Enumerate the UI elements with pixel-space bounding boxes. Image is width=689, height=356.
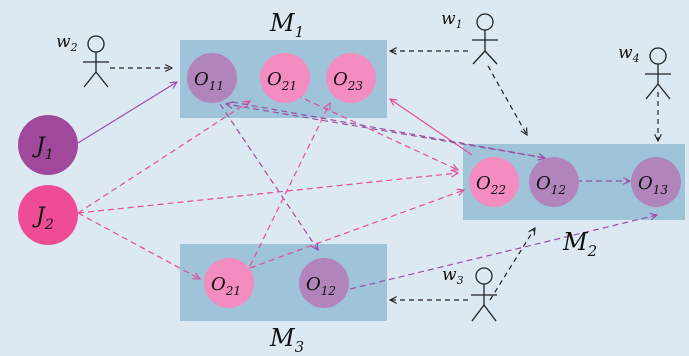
op-m1-o23-label: O23	[333, 69, 363, 93]
op-m1-o23-circle	[326, 53, 376, 103]
op-m3-o12-label: O12	[306, 274, 336, 298]
edge-j2-o21-m3	[77, 212, 200, 279]
op-m2-o12-circle	[529, 157, 579, 207]
machine-m2-label: M2	[562, 228, 597, 260]
edge-j2-o22	[77, 173, 458, 214]
op-m2-o22-circle	[469, 157, 519, 207]
op-m1-o21-label: O21	[267, 69, 297, 93]
op-m2-o22: O22	[469, 157, 519, 207]
edge-o22-o23	[390, 99, 473, 156]
job-j2: J2	[18, 185, 78, 245]
edge-o12-o11	[226, 104, 546, 159]
edges	[77, 51, 658, 300]
job-j1-circle	[18, 115, 78, 175]
op-m1-o11-circle	[187, 53, 237, 103]
edge-w1-m2	[487, 65, 527, 135]
op-m2-o13: O13	[631, 157, 681, 207]
op-m2-o12: O12	[529, 157, 579, 207]
op-m1-o21-circle	[260, 53, 310, 103]
edge-j2-o21-m1	[77, 101, 250, 214]
job-j1: J1	[18, 115, 78, 175]
edge-o12m3-o13	[349, 215, 657, 290]
person-icon	[645, 47, 671, 100]
worker-w3-label: w3	[442, 265, 464, 287]
op-m1-o11-label: O11	[194, 69, 224, 93]
worker-w4-label: w4	[618, 43, 640, 65]
edge-j1-o11	[77, 82, 177, 144]
worker-w2	[83, 35, 109, 88]
person-icon	[83, 35, 109, 88]
op-m3-o21-circle	[204, 258, 254, 308]
op-m2-o13-circle	[631, 157, 681, 207]
job-j2-label: J2	[32, 204, 54, 233]
op-m3-o21-label: O21	[211, 274, 241, 298]
worker-w1	[472, 13, 498, 65]
op-m3-o21: O21	[204, 258, 254, 308]
worker-w4	[645, 47, 671, 100]
edge-o21m3-o22	[249, 190, 464, 269]
machine-m1-label: M1	[269, 9, 304, 41]
person-icon	[471, 267, 497, 322]
job-j1-label: J1	[32, 134, 54, 163]
op-m2-o13-label: O13	[638, 173, 668, 197]
job-j2-circle	[18, 185, 78, 245]
op-m1-o11: O11	[187, 53, 237, 103]
machine-m3-label: M3	[269, 324, 304, 356]
op-m3-o12: O12	[299, 258, 349, 308]
op-m2-o22-label: O22	[476, 173, 506, 197]
op-m3-o12-circle	[299, 258, 349, 308]
edge-o21m3-o23	[249, 103, 330, 267]
worker-w2-label: w2	[56, 32, 78, 54]
worker-w1-label: w1	[441, 9, 463, 31]
op-m1-o21: O21	[260, 53, 310, 103]
person-icon	[472, 13, 498, 65]
op-m2-o12-label: O12	[536, 173, 566, 197]
op-m1-o23: O23	[326, 53, 376, 103]
worker-w3	[471, 267, 497, 322]
